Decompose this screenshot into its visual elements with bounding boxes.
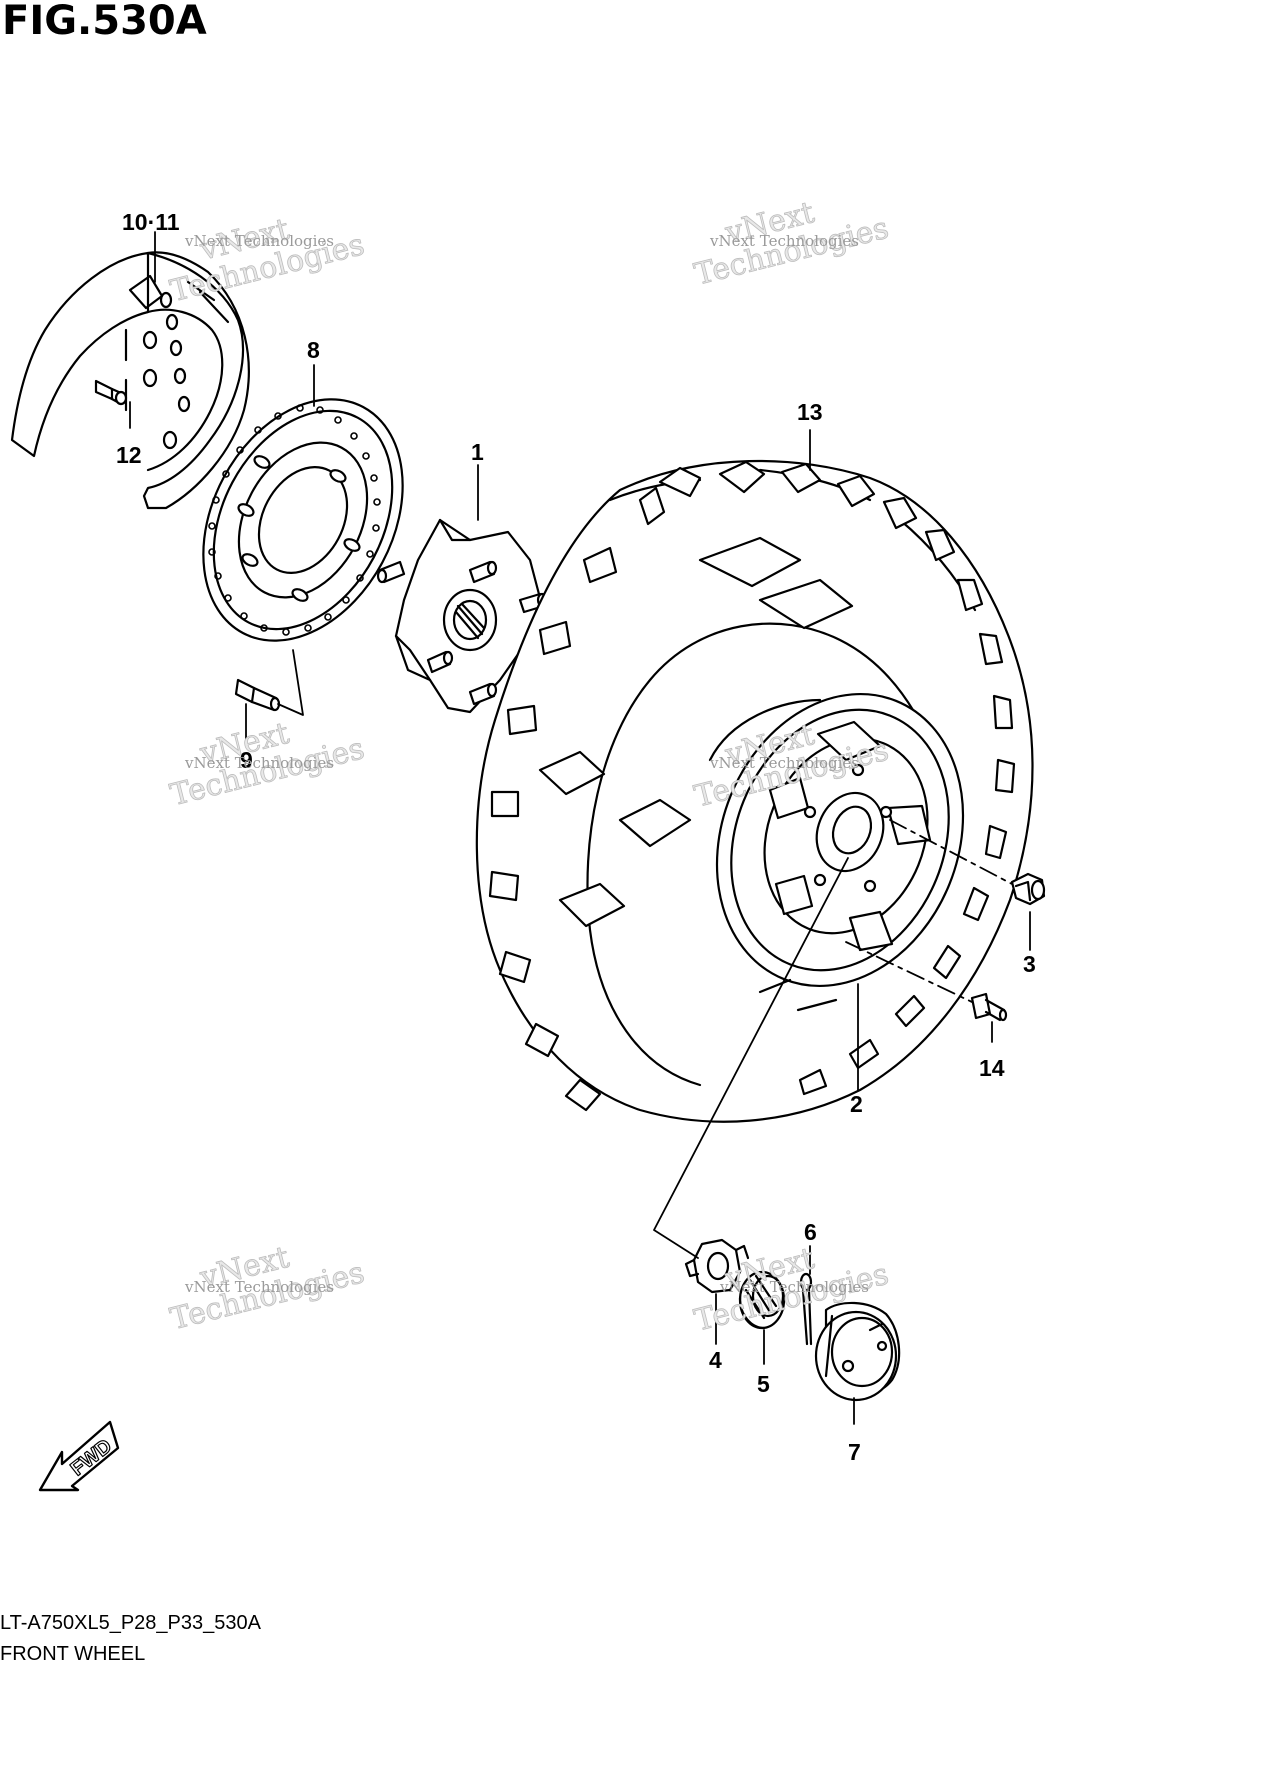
callout-6: 6 bbox=[804, 1219, 817, 1245]
washer[interactable] bbox=[684, 1238, 750, 1294]
watermark-bottom-left: vNext Technologies vNext Technologies bbox=[166, 1240, 368, 1338]
watermark-mid-left: vNext Technologies vNext Technologies bbox=[166, 716, 368, 814]
callout-8: 8 bbox=[307, 337, 320, 363]
callout-1: 1 bbox=[471, 439, 484, 465]
callout-4: 4 bbox=[709, 1347, 722, 1373]
model-code: LT-A750XL5_P28_P33_530A bbox=[0, 1612, 261, 1634]
bolt-12[interactable] bbox=[94, 379, 128, 406]
svg-text:vNext Technologies: vNext Technologies bbox=[184, 754, 334, 772]
diagram-description: FRONT WHEEL bbox=[0, 1643, 146, 1665]
svg-text:vNext Technologies: vNext Technologies bbox=[719, 1278, 869, 1296]
callout-2: 2 bbox=[850, 1091, 863, 1117]
callout-5: 5 bbox=[757, 1371, 770, 1397]
figure-title: FIG.530A bbox=[2, 0, 207, 44]
svg-text:vNext Technologies: vNext Technologies bbox=[184, 232, 334, 250]
callout-10-11: 10·11 bbox=[122, 209, 180, 235]
callout-13: 13 bbox=[797, 399, 823, 425]
castle-nut[interactable] bbox=[738, 1270, 786, 1330]
callout-14: 14 bbox=[979, 1055, 1005, 1081]
leader-lines bbox=[129, 231, 1031, 1425]
valve-stem[interactable] bbox=[970, 992, 1008, 1022]
callout-7: 7 bbox=[848, 1439, 861, 1465]
cotter-pin[interactable] bbox=[799, 1272, 813, 1346]
fwd-arrow-icon: FWD bbox=[38, 1420, 120, 1492]
wheel-hub[interactable] bbox=[376, 518, 548, 714]
svg-text:vNext Technologies: vNext Technologies bbox=[184, 1278, 334, 1296]
callout-12: 12 bbox=[116, 442, 142, 468]
wheel-nut[interactable] bbox=[1010, 872, 1046, 906]
wheel-rim[interactable] bbox=[674, 657, 1005, 1024]
watermark-top-left: vNext Technologies vNext Technologies bbox=[166, 212, 368, 310]
callout-3: 3 bbox=[1023, 951, 1036, 977]
svg-text:vNext Technologies: vNext Technologies bbox=[709, 232, 859, 250]
watermark-top-right: vNext Technologies vNext Technologies bbox=[691, 195, 893, 293]
brake-disc-cover[interactable] bbox=[10, 251, 250, 510]
svg-text:vNext Technologies: vNext Technologies bbox=[709, 754, 859, 772]
callout-9: 9 bbox=[240, 747, 253, 773]
bolt-9[interactable] bbox=[234, 678, 281, 712]
brake-disc[interactable] bbox=[163, 365, 442, 676]
hub-cap[interactable] bbox=[814, 1301, 901, 1402]
